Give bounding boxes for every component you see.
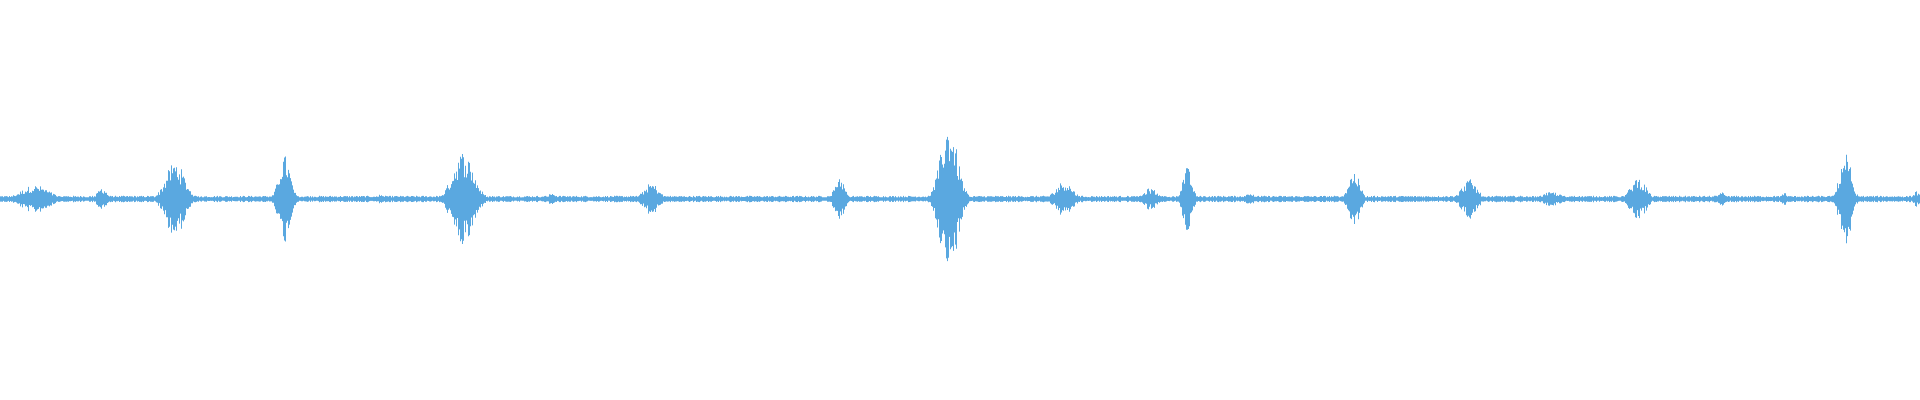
waveform-bars xyxy=(0,136,1920,262)
waveform-peaks xyxy=(0,136,1920,262)
